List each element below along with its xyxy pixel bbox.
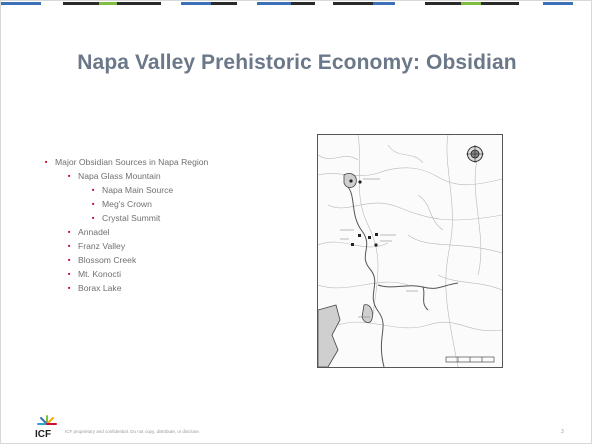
bullet-item: ■ Blossom Creek: [45, 253, 285, 267]
bullet-item: ■ Crystal Summit: [45, 211, 285, 225]
slide-title: Napa Valley Prehistoric Economy: Obsidia…: [77, 51, 517, 74]
bullet-marker: ■: [68, 257, 71, 262]
bullet-item: ■ Annadel: [45, 225, 285, 239]
icf-logo-text: ICF: [35, 429, 51, 439]
top-color-bar: [1, 1, 591, 6]
bullet-item: ■ Franz Valley: [45, 239, 285, 253]
bullet-item: ■ Mt. Konocti: [45, 267, 285, 281]
bullet-text: Major Obsidian Sources in Napa Region: [55, 157, 209, 167]
bullet-text: Annadel: [78, 227, 110, 237]
bullet-text: Franz Valley: [78, 241, 126, 251]
bullet-marker: ■: [68, 173, 71, 178]
bullet-item: ■ Borax Lake: [45, 281, 285, 295]
map-drawing: [318, 135, 502, 367]
bullet-text: Blossom Creek: [78, 255, 137, 265]
bullet-text: Crystal Summit: [102, 213, 161, 223]
bullet-item: ■ Napa Main Source: [45, 183, 285, 197]
bullet-item: ■ Napa Glass Mountain: [45, 169, 285, 183]
bullet-text: Mt. Konocti: [78, 269, 121, 279]
bullet-item: ■ Meg's Crown: [45, 197, 285, 211]
bullet-marker: ■: [68, 229, 71, 234]
bullet-marker: ■: [68, 271, 71, 276]
page-number: 3: [561, 429, 564, 435]
bullet-text: Meg's Crown: [102, 199, 152, 209]
bullet-text: Borax Lake: [78, 283, 122, 293]
bullet-list: ■ Major Obsidian Sources in Napa Region ■ N…: [45, 155, 285, 295]
icf-logo-icon: ICF: [35, 415, 57, 439]
bullet-text: Napa Glass Mountain: [78, 171, 161, 181]
bullet-marker: ■: [92, 201, 95, 206]
bullet-marker: ■: [92, 215, 95, 220]
obsidian-sources-map: [317, 134, 503, 368]
bullet-text: Napa Main Source: [102, 185, 174, 195]
bullet-marker: ■: [92, 187, 95, 192]
footer-notice: ICF proprietary and confidential. Do not…: [65, 429, 200, 434]
bullet-marker: ■: [45, 159, 48, 164]
bullet-item: ■ Major Obsidian Sources in Napa Region: [45, 155, 285, 169]
bullet-marker: ■: [68, 243, 71, 248]
bullet-marker: ■: [68, 285, 71, 290]
north-arrow-icon: [466, 145, 484, 163]
